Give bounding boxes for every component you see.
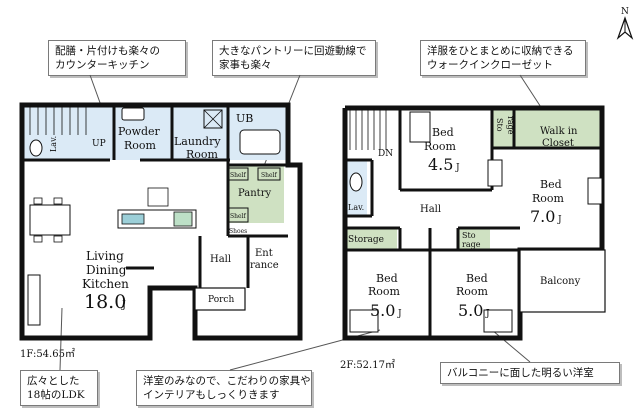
label-bed2-room: Room <box>532 192 565 205</box>
label-bed4-room: Room <box>456 285 489 298</box>
label-entrance-2: rance <box>250 260 279 271</box>
label-pantry: Pantry <box>238 188 271 199</box>
toilet-icon <box>349 172 363 192</box>
bed-icon <box>487 159 503 187</box>
label-bed3-size: 5.0 <box>370 301 395 320</box>
bed-icon <box>483 309 513 333</box>
sofa-icon <box>27 274 41 326</box>
label-ldk-size: 18.0 <box>84 291 126 313</box>
kitchen-sink-icon <box>121 213 145 225</box>
chair-icon <box>53 197 63 205</box>
label-laundry-room: Room <box>186 148 219 161</box>
label-entrance-1: Ent <box>255 248 273 259</box>
label-hall-1f: Hall <box>210 254 231 265</box>
floor1-area: 1F:54.65㎡ <box>20 349 75 360</box>
powder-sink-icon <box>121 107 145 121</box>
label-shelf-3: Shelf <box>230 213 246 220</box>
walk-in-closet <box>514 108 602 148</box>
storage-small-1 <box>492 108 514 148</box>
callout-balcony-room: バルコニーに面した明るい洋室 <box>440 362 620 384</box>
label-ub: UB <box>236 112 253 125</box>
chair-icon <box>53 235 63 243</box>
label-bed2-jo: J <box>557 215 562 225</box>
label-porch: Porch <box>208 295 234 305</box>
label-shelf-2: Shelf <box>261 172 277 179</box>
label-walkin-closet: Closet <box>542 138 574 149</box>
label-storage: Storage <box>348 235 384 245</box>
compass-label: N <box>621 7 629 17</box>
chair-icon <box>33 197 43 205</box>
laundry-room <box>172 105 228 160</box>
label-bed4: Bed <box>466 272 488 285</box>
label-bed3-jo: J <box>397 309 402 319</box>
label-bed1-jo: J <box>455 163 460 173</box>
label-powder-room: Room <box>124 139 157 152</box>
fridge-icon <box>147 187 169 207</box>
callout-western-rooms: 洋室のみなので、こだわりの家具や インテリアもしっくりきます <box>136 370 312 406</box>
label-bed4-size: 5.0 <box>458 301 483 320</box>
pantry-shelf-2 <box>257 167 281 181</box>
bed-icon <box>587 177 603 205</box>
label-storage-small-2b: rage <box>462 240 481 249</box>
label-bed1: Bed <box>432 126 454 139</box>
label-shelf-1: Shelf <box>230 172 246 179</box>
label-dn: DN <box>378 149 393 159</box>
label-bed3-room: Room <box>368 285 401 298</box>
callout-ldk: 広々とした 18帖のLDK <box>20 370 98 406</box>
stairs-2f <box>349 108 387 150</box>
stove-icon <box>173 211 193 227</box>
chair-icon <box>33 235 43 243</box>
label-laundry: Laundry <box>174 135 221 148</box>
label-living: Living <box>86 249 124 263</box>
label-lav-2f: Lav. <box>348 203 364 212</box>
label-storage-small-1b: rage <box>506 116 515 135</box>
callout-pantry: 大きなパントリーに回遊動線で 家事も楽々 <box>212 40 376 76</box>
label-shoes: Shoes <box>229 228 247 235</box>
stairs-1f <box>29 105 87 135</box>
callout-closet: 洋服をひとまとめに収納できる ウォークインクローゼット <box>420 40 586 76</box>
storage-2f <box>345 228 397 250</box>
compass-icon: N <box>616 7 634 40</box>
dining-table <box>29 204 71 236</box>
label-powder: Powder <box>118 125 161 138</box>
label-bed2-size: 7.0 <box>530 207 555 226</box>
bathtub-icon <box>239 129 281 155</box>
label-bed2: Bed <box>540 178 562 191</box>
label-hall-2f: Hall <box>420 204 441 215</box>
label-bed4-jo: J <box>485 309 490 319</box>
label-walkin: Walk in <box>540 126 578 137</box>
label-dining: Dining <box>86 263 127 277</box>
label-balcony: Balcony <box>540 276 581 287</box>
label-lav-1f: Lav. <box>49 136 58 152</box>
label-bed3: Bed <box>376 272 398 285</box>
callout-kitchen: 配膳・片付けも楽々の カウンターキッチン <box>48 40 186 76</box>
label-ldk-jo: J <box>121 300 126 311</box>
label-storage-small-2a: Sto <box>462 231 476 240</box>
label-storage-small-1a: Sto <box>495 118 504 132</box>
storage-small-2 <box>458 228 490 250</box>
bed-icon <box>409 111 431 143</box>
bed-icon <box>349 309 379 333</box>
label-bed1-room: Room <box>424 140 457 153</box>
label-up: UP <box>92 139 106 149</box>
balcony <box>519 249 606 313</box>
toilet-icon <box>29 139 43 157</box>
label-bed1-size: 4.5 <box>428 155 453 174</box>
label-kitchen: Kitchen <box>82 277 129 291</box>
washer-icon <box>203 109 223 129</box>
